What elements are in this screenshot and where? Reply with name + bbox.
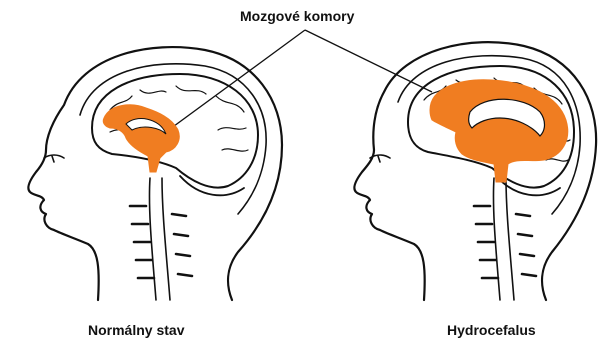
leader-lines [155,30,432,140]
spinal-cord-hydrocephalus [493,178,514,300]
vertebrae-hydrocephalus [474,206,536,278]
normal-state-label: Normálny stav [88,322,184,338]
hydrocephalus-label: Hydrocefalus [447,322,536,338]
eye-normal [44,155,64,162]
ventricles-label: Mozgové komory [240,8,354,24]
spinal-cord-normal [149,178,170,300]
ventricles-normal [103,105,179,172]
ventricle-shape-normal [103,105,179,172]
vertebrae-normal [130,206,192,278]
head-normal [28,47,282,300]
